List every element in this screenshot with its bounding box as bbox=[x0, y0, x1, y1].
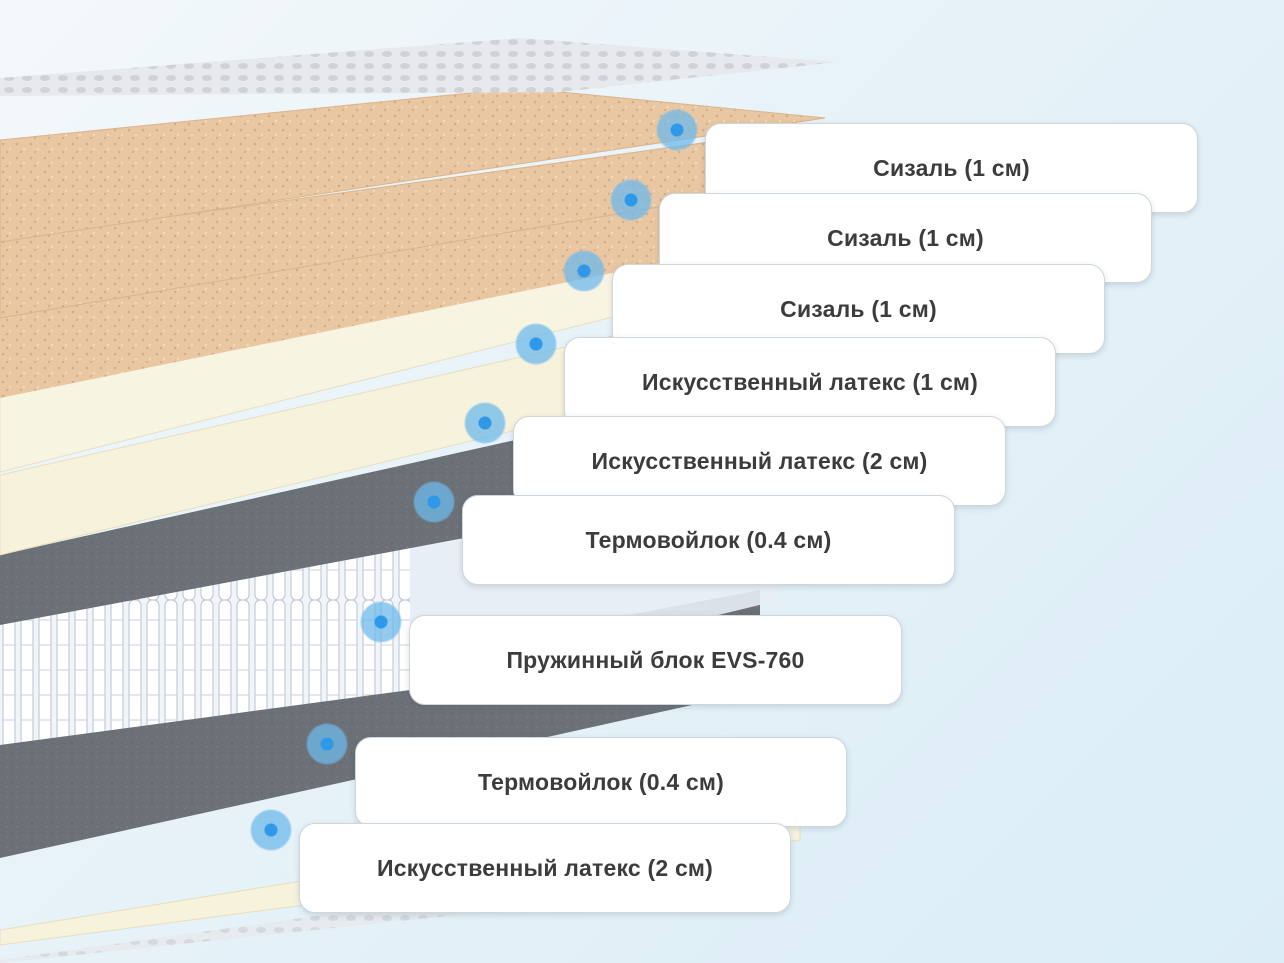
upper-felt-layer bbox=[0, 430, 560, 625]
layer-label-card: Искусственный латекс (2 см) bbox=[513, 416, 1006, 506]
layer-marker-dot[interactable] bbox=[515, 323, 557, 365]
layer-marker-dot[interactable] bbox=[464, 402, 506, 444]
sisal-layer-3 bbox=[0, 180, 700, 398]
layer-label-card: Искусственный латекс (1 см) bbox=[564, 337, 1056, 427]
layer-marker-dot[interactable] bbox=[656, 109, 698, 151]
top-cover-layer bbox=[0, 38, 838, 96]
layer-marker-dot[interactable] bbox=[563, 250, 605, 292]
layer-marker-dot[interactable] bbox=[306, 723, 348, 765]
layer-label-card: Пружинный блок EVS-760 bbox=[409, 615, 902, 705]
layer-marker-dot[interactable] bbox=[360, 601, 402, 643]
layer-label-card: Термовойлок (0.4 см) bbox=[355, 737, 847, 827]
layer-label-card: Термовойлок (0.4 см) bbox=[462, 495, 955, 585]
layer-marker-dot[interactable] bbox=[610, 179, 652, 221]
layer-marker-dot[interactable] bbox=[250, 809, 292, 851]
sisal-layer-1 bbox=[0, 87, 826, 243]
spring-block-layer bbox=[0, 545, 410, 745]
layer-marker-dot[interactable] bbox=[413, 481, 455, 523]
layer-label-card: Искусственный латекс (2 см) bbox=[299, 823, 791, 913]
